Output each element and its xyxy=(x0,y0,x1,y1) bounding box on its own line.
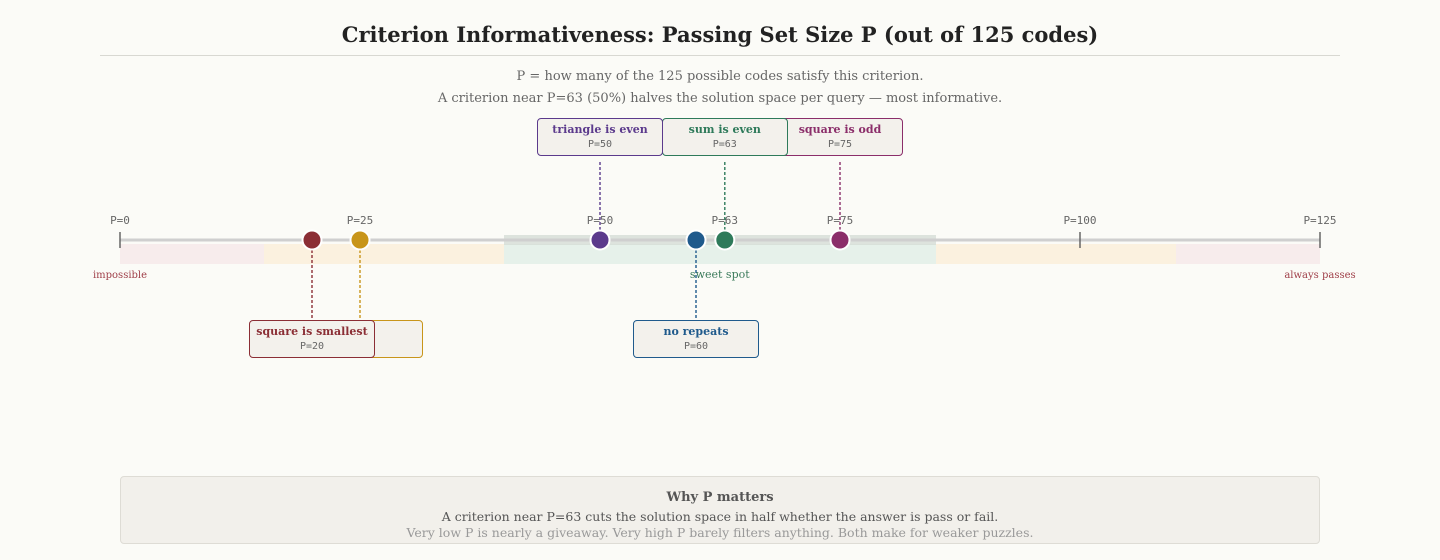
zone-band-0 xyxy=(120,244,264,264)
axis-tick-label-75: P=75 xyxy=(827,214,854,227)
axis-tick-label-63: P=63 xyxy=(712,214,739,227)
axis-tick-label-25: P=25 xyxy=(347,214,374,227)
axis-tick-label-0: P=0 xyxy=(110,214,130,227)
criterion-p-value: P=75 xyxy=(827,139,853,150)
why-p-matters-box: Why P matters A criterion near P=63 cuts… xyxy=(120,476,1320,544)
criterion-name: square is smallest xyxy=(256,325,368,338)
axis-tick-label-50: P=50 xyxy=(587,214,614,227)
criterion-dot-1 xyxy=(349,229,371,251)
why-line-2: Very low P is nearly a giveaway. Very hi… xyxy=(406,525,1034,540)
axis-tick-label-125: P=125 xyxy=(1303,214,1336,227)
criterion-dot-4 xyxy=(714,229,736,251)
zone-band-3 xyxy=(936,244,1176,264)
criterion-dot-5 xyxy=(829,229,851,251)
criterion-p-value: P=63 xyxy=(712,139,737,150)
criterion-p-value: P=50 xyxy=(587,139,613,150)
subtitle-line-1: P = how many of the 125 possible codes s… xyxy=(516,69,924,84)
criterion-p-value: P=20 xyxy=(299,341,325,352)
zone-band-2 xyxy=(504,244,936,264)
impossible-label: impossible xyxy=(93,270,147,281)
criterion-name: sum is even xyxy=(688,123,761,136)
zone-band-1 xyxy=(264,244,504,264)
zone-band-4 xyxy=(1176,244,1320,264)
criterion-name: no repeats xyxy=(663,325,729,338)
criterion-dot-2 xyxy=(589,229,611,251)
axis-tick-label-100: P=100 xyxy=(1063,214,1096,227)
title-divider xyxy=(100,55,1340,56)
sweet-spot-label: sweet spot xyxy=(690,268,750,281)
criterion-name: triangle is even xyxy=(552,123,648,136)
page-title: Criterion Informativeness: Passing Set S… xyxy=(341,22,1099,47)
why-line-1: A criterion near P=63 cuts the solution … xyxy=(441,509,999,524)
why-title: Why P matters xyxy=(666,490,774,505)
criterion-dot-3 xyxy=(685,229,707,251)
subtitle-line-2: A criterion near P=63 (50%) halves the s… xyxy=(437,91,1003,106)
criterion-dot-0 xyxy=(301,229,323,251)
criterion-name: square is odd xyxy=(798,123,882,136)
passing-set-axis: P=0 P=25 P=50 P=63 P=75 P=100 P=125 impossible a… xyxy=(93,162,1356,320)
always-passes-label: always passes xyxy=(1284,270,1355,281)
criterion-p-value: P=60 xyxy=(683,341,709,352)
